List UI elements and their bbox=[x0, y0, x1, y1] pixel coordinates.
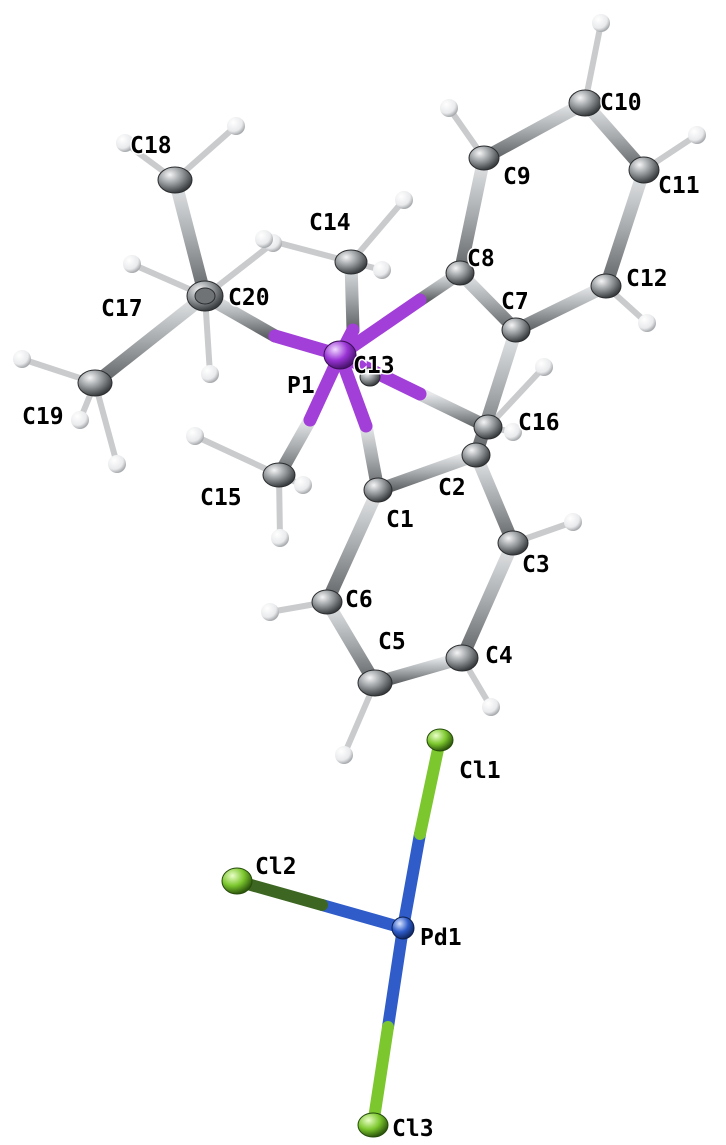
atom-C6 bbox=[311, 589, 343, 615]
atom-C15 bbox=[262, 462, 296, 488]
label-C9: C9 bbox=[503, 164, 531, 190]
atom-labels: P1 C1 C2 C3 C4 C5 C6 C7 C8 C9 C10 C11 C1… bbox=[21, 89, 702, 1144]
label-C8: C8 bbox=[467, 246, 495, 272]
atom-C19 bbox=[77, 369, 113, 397]
atom-C13 bbox=[359, 367, 381, 387]
label-C20: C20 bbox=[228, 285, 270, 311]
atom-C5 bbox=[357, 669, 393, 697]
atom-C3 bbox=[497, 530, 529, 556]
atom-C20 bbox=[194, 287, 216, 305]
atom-P1 bbox=[323, 340, 357, 370]
label-C16: C16 bbox=[518, 410, 560, 436]
atom-Cl2 bbox=[221, 867, 253, 895]
label-Pd1: Pd1 bbox=[420, 925, 462, 951]
atom-C12 bbox=[590, 273, 622, 299]
label-C4: C4 bbox=[485, 643, 513, 669]
atom-Pd1 bbox=[391, 916, 415, 940]
atom-C14 bbox=[334, 249, 368, 275]
label-C13: C13 bbox=[353, 353, 395, 379]
label-C14: C14 bbox=[309, 210, 351, 236]
label-Cl1: Cl1 bbox=[459, 758, 501, 784]
carbon-atoms bbox=[77, 89, 660, 697]
label-C15: C15 bbox=[200, 485, 242, 511]
label-C7: C7 bbox=[501, 289, 529, 315]
label-Cl3: Cl3 bbox=[392, 1116, 434, 1142]
atom-C10 bbox=[568, 89, 602, 117]
label-C5: C5 bbox=[378, 629, 406, 655]
palladium-chloride-bonds bbox=[231, 734, 446, 1131]
atom-C1 bbox=[363, 477, 393, 503]
atom-C18 bbox=[157, 166, 193, 194]
label-C3: C3 bbox=[522, 552, 550, 578]
label-C10: C10 bbox=[600, 90, 642, 116]
atom-C4 bbox=[445, 644, 479, 672]
atom-C2 bbox=[461, 442, 491, 468]
label-C11: C11 bbox=[658, 173, 700, 199]
label-P1: P1 bbox=[287, 373, 315, 399]
atom-Cl3 bbox=[357, 1112, 389, 1138]
label-C1: C1 bbox=[386, 507, 414, 533]
label-C18: C18 bbox=[130, 133, 172, 159]
hydrogen-atoms bbox=[13, 14, 706, 764]
label-C19: C19 bbox=[22, 404, 64, 430]
label-Cl2: Cl2 bbox=[255, 854, 297, 880]
label-C6: C6 bbox=[345, 587, 373, 613]
label-C17: C17 bbox=[101, 296, 143, 322]
atom-Cl1 bbox=[426, 728, 454, 752]
atom-C9 bbox=[468, 145, 500, 171]
atom-C8 bbox=[445, 260, 475, 286]
label-C12: C12 bbox=[626, 266, 668, 292]
label-C2: C2 bbox=[438, 475, 466, 501]
atom-C7 bbox=[501, 317, 531, 343]
atom-C11 bbox=[628, 156, 660, 184]
atom-C16 bbox=[473, 414, 503, 440]
